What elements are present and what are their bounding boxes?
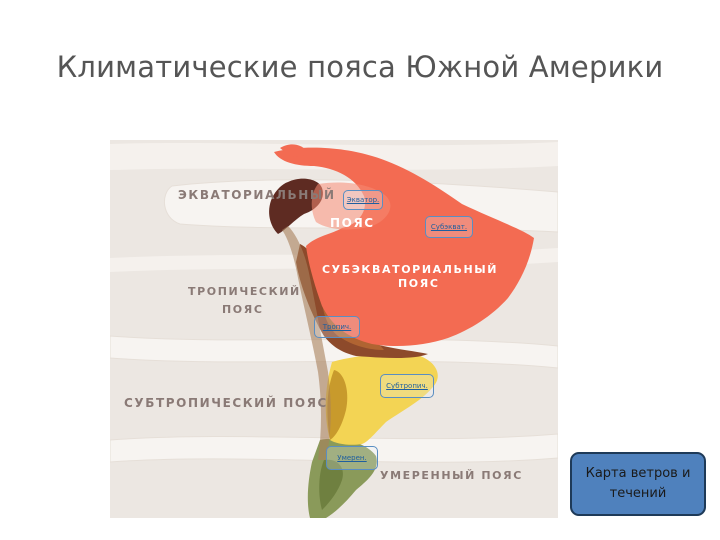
tropical-zone: [296, 244, 428, 358]
subequatorial-zone: [274, 147, 534, 346]
slide-title: Климатические пояса Южной Америки: [56, 50, 664, 84]
equator-link[interactable]: Экватор.: [343, 190, 383, 210]
tropical-link[interactable]: Тропич.: [314, 316, 360, 338]
temperate-zone-west: [319, 459, 343, 510]
tropical-belt-label: ТРОПИЧЕСКИЙ: [188, 285, 301, 298]
wind-currents-map-button-label: Карта ветров и течений: [585, 466, 691, 501]
wind-currents-map-button[interactable]: Карта ветров и течений: [570, 452, 706, 516]
subequatorial-link[interactable]: Субэкват.: [425, 216, 473, 238]
subtropical-zone: [325, 354, 438, 445]
climate-map: ЭКВАТОРИАЛЬНЫЙ ПОЯС СУБЭКВАТОРИАЛЬНЫЙ ПО…: [110, 140, 558, 518]
andes-strip: [282, 226, 331, 460]
subtropical-zone-west: [327, 370, 348, 440]
equatorial-belt-label-2: ПОЯС: [330, 216, 375, 230]
subequatorial-belt-label-2: ПОЯС: [398, 277, 440, 290]
north-cape: [280, 144, 307, 157]
tropical-belt-label-2: ПОЯС: [222, 303, 264, 316]
climate-map-image: [110, 140, 558, 518]
band-tropic-south: [110, 335, 558, 369]
temperate-link[interactable]: Умерен.: [326, 446, 378, 470]
temperate-belt-label: УМЕРЕННЫЙ ПОЯС: [380, 469, 523, 482]
subtropical-link[interactable]: Субтропич.: [380, 374, 434, 398]
equatorial-zone-center: [311, 182, 391, 230]
equatorial-belt-label: ЭКВАТОРИАЛЬНЫЙ: [178, 188, 336, 202]
subequatorial-belt-label: СУБЭКВАТОРИАЛЬНЫЙ: [322, 263, 499, 276]
subtropical-belt-label: СУБТРОПИЧЕСКИЙ ПОЯС: [124, 396, 328, 410]
equatorial-zone-west: [269, 178, 323, 234]
